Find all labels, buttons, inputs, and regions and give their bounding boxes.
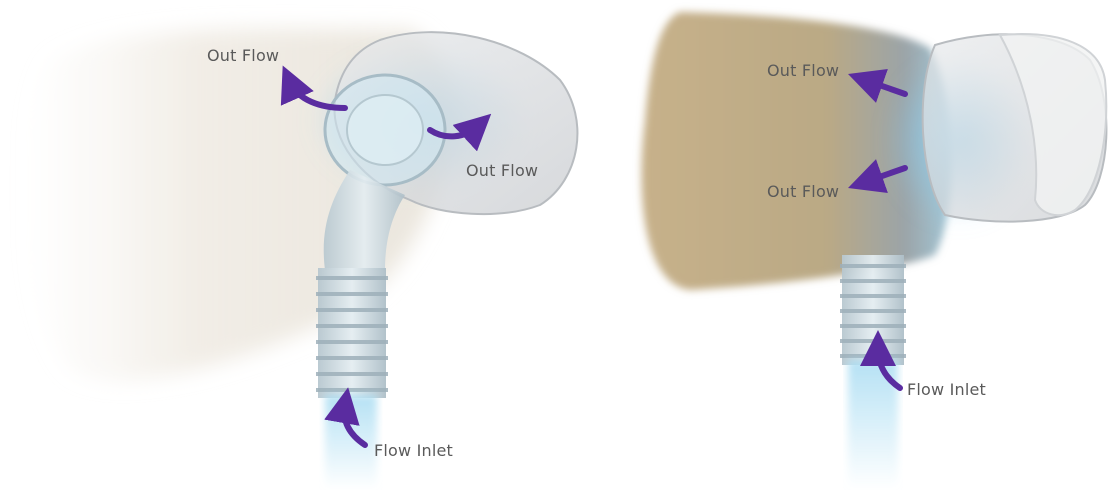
left-out-flow-label-top: Out Flow	[207, 46, 279, 65]
right-tube-hose	[840, 255, 906, 365]
left-inlet-air-beam	[325, 395, 377, 490]
left-out-flow-label-right: Out Flow	[466, 161, 538, 180]
right-flow-inlet-label: Flow Inlet	[907, 380, 986, 399]
left-flow-inlet-label: Flow Inlet	[374, 441, 453, 460]
right-out-flow-label-bottom: Out Flow	[767, 182, 839, 201]
right-out-flow-label-top: Out Flow	[767, 61, 839, 80]
left-mask-illustration	[22, 29, 577, 490]
right-mask-illustration	[641, 12, 1106, 490]
left-tube-hose	[316, 268, 388, 398]
